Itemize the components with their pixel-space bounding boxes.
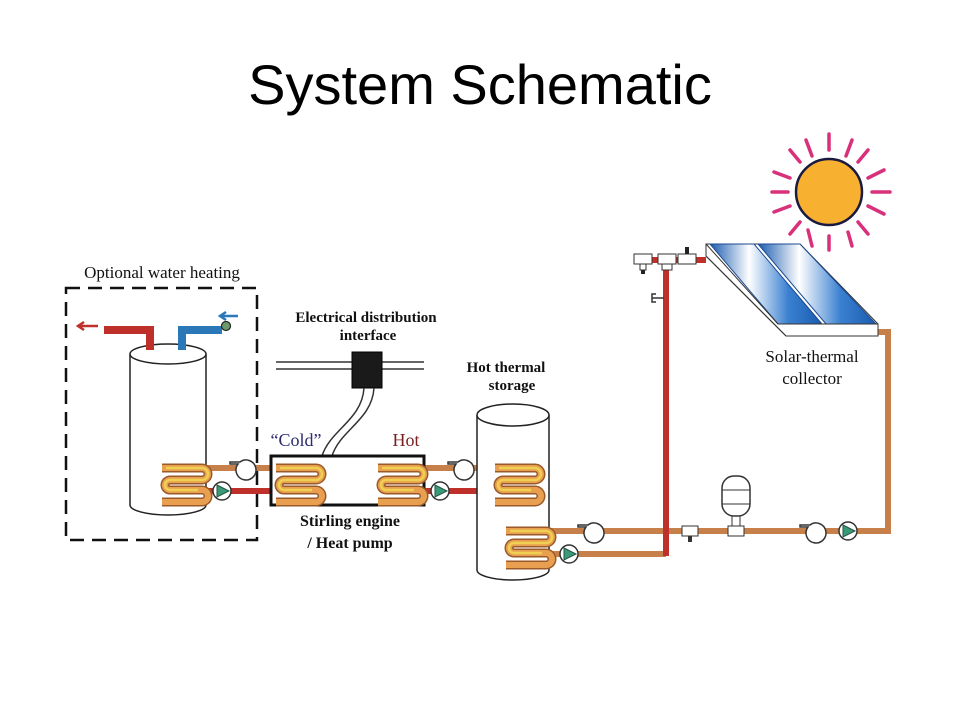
drain-valve-icon [681, 525, 699, 537]
optional-water-heating-label: Optional water heating [84, 263, 240, 282]
electrical-box-icon [351, 351, 383, 389]
hot-storage-label-line2: storage [489, 378, 536, 394]
electrical-label-line1: Electrical distribution [295, 310, 437, 326]
pump-icon [212, 481, 232, 501]
sun-icon [770, 132, 892, 252]
optional-water-heating-group: Optional water heating [64, 263, 259, 542]
hot-storage-label-line1: Hot thermal [467, 360, 546, 376]
page-title: System Schematic [248, 53, 712, 116]
pump-icon-2 [430, 481, 450, 501]
solar-collector-group: Solar-thermal collector [705, 243, 879, 388]
hot-label: Hot [393, 430, 420, 450]
pump-icon-3 [559, 544, 579, 564]
hot-outlet-arrow-icon [75, 320, 98, 332]
optional-boundary-box [64, 286, 259, 542]
stirling-label-line1: Stirling engine [300, 513, 400, 530]
solar-label-line2: collector [782, 369, 842, 388]
cold-label: “Cold” [271, 430, 322, 450]
stirling-engine-group: “Cold” Hot Stirling engine / Heat pump [269, 430, 520, 552]
air-vent-icon [633, 253, 653, 265]
cold-inlet-arrow-icon [217, 310, 238, 322]
expansion-tank-icon [721, 475, 751, 517]
gauge-icon [651, 293, 664, 303]
pump-icon-4 [838, 521, 858, 541]
electrical-interface-group: Electrical distribution interface [276, 310, 437, 457]
water-heater-tank [129, 354, 207, 516]
stirling-label-line2: / Heat pump [306, 535, 392, 552]
solar-label-line1: Solar-thermal [765, 347, 858, 366]
electrical-label-line2: interface [340, 328, 397, 344]
valve-icon [220, 320, 232, 332]
pipe-fittings [633, 247, 751, 542]
